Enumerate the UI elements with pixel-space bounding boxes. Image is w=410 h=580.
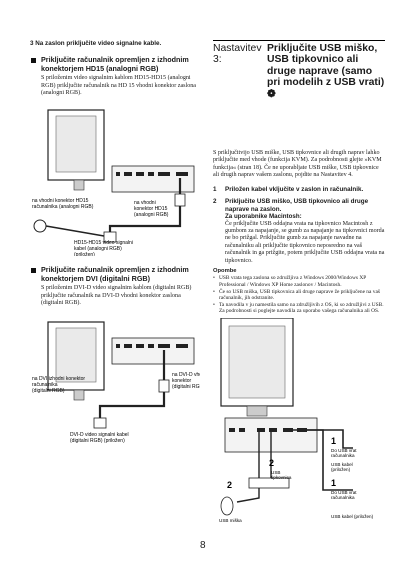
hd15-plug xyxy=(174,193,186,207)
monitor-panel xyxy=(55,115,97,173)
label-cable-top: USB kabel(priložen) xyxy=(331,462,353,472)
connector-panel xyxy=(111,165,195,193)
hd15-section-title: Priključite računalnik opremljen z izhod… xyxy=(30,55,200,73)
label-mouse: USB miška xyxy=(219,518,242,523)
mouse-cable xyxy=(236,432,260,503)
hd15-cable xyxy=(108,178,182,238)
monitor-stand xyxy=(73,179,85,191)
label-cable-bottom: USB kabel (priložen) xyxy=(331,514,374,519)
callout-2-mouse: 2 xyxy=(227,480,232,490)
connector-panel xyxy=(111,337,195,365)
usb-icon: ❁ xyxy=(267,88,276,100)
monitor-stand xyxy=(246,405,268,417)
page-number: 8 xyxy=(200,540,206,551)
notes: Opombe •USB vrata tega zaslona so združl… xyxy=(213,268,385,315)
usb-keyboard-icon xyxy=(248,477,290,489)
mac-heading: Za uporabnike Macintosh: xyxy=(225,213,302,221)
callout-1-top: 1 xyxy=(331,436,336,446)
banner-lead: Nastavitev 3: xyxy=(213,43,262,66)
dvi-section-title: Priključite računalnik opremljen z izhod… xyxy=(30,265,200,283)
hd15-plug-pc xyxy=(103,231,117,243)
hd15-section-body: S priloženim video signalnim kablom HD15… xyxy=(41,75,197,96)
setup-3-banner: Nastavitev 3: Priključite USB miško, USB… xyxy=(213,40,385,100)
dvi-section-body: S priloženim DVI-D video signalnim kablo… xyxy=(41,285,192,306)
intro-text: S priključitvijo USB miške, USB tipkovni… xyxy=(213,150,382,179)
step-3-heading: 3 Na zaslon priključite video signalne k… xyxy=(30,40,162,47)
square-bullet-icon xyxy=(31,58,36,63)
callout-2-keyboard: 2 xyxy=(269,458,274,468)
usb-mouse-icon xyxy=(220,496,234,516)
note-item: •Ta navodila v ju namestila samo na zdru… xyxy=(213,301,384,315)
square-bullet-icon xyxy=(31,268,36,273)
usb-cable-2 xyxy=(291,429,353,491)
label-dvi-cable: DVI-D video signalni kabel(digitalni RGB… xyxy=(70,432,129,444)
note-item: •Če so USB miška, USB tipkovnica ali dru… xyxy=(213,288,380,302)
mac-body: Če priključite USB oddajna vrata na tipk… xyxy=(225,220,385,264)
hd15-section: Priključite računalnik opremljen z izhod… xyxy=(30,55,200,97)
note-item: •USB vrata tega zaslona so združljiva z … xyxy=(213,275,367,288)
notes-heading: Opombe xyxy=(213,268,237,274)
banner-title: Priključite USB miško, USB tipkovnico al… xyxy=(267,43,385,100)
callout-1-bottom: 1 xyxy=(331,478,336,488)
dvi-plug xyxy=(158,379,170,393)
pc-connector xyxy=(33,219,47,233)
dvi-cable xyxy=(98,350,166,422)
dvi-plug-pc xyxy=(93,417,107,429)
dvi-section: Priključite računalnik opremljen z izhod… xyxy=(30,265,200,307)
